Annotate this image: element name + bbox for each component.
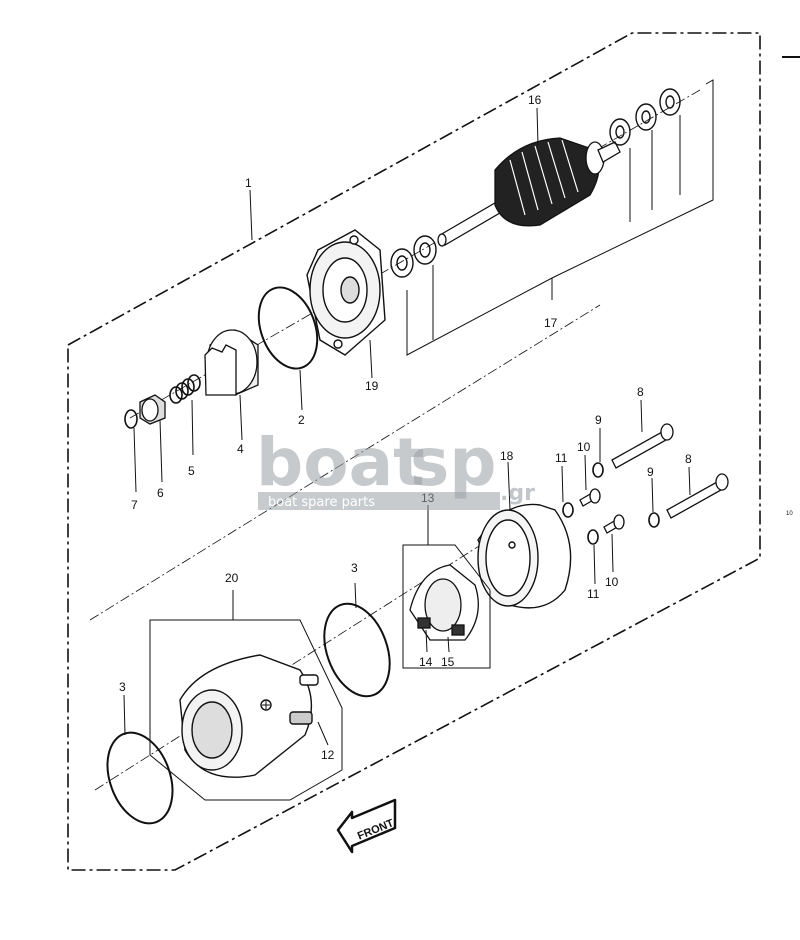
assembly-boundary <box>67 32 761 871</box>
washer-9b <box>648 512 660 528</box>
leader-11b <box>593 544 596 585</box>
leader-5 <box>191 399 194 456</box>
callout-3: 3 <box>119 680 126 694</box>
watermark-suffix: .gr <box>500 481 535 506</box>
leader-6 <box>159 419 163 483</box>
shim-washers-upper <box>609 88 681 146</box>
watermark-word-sp: sp <box>410 424 497 501</box>
brush-holder <box>409 564 479 641</box>
through-bolt-upper <box>611 423 674 469</box>
leader-9b <box>651 477 654 513</box>
leader-14 <box>425 629 428 653</box>
callout-19: 19 <box>365 379 379 393</box>
screw-10a <box>579 488 601 507</box>
stopper-6 <box>139 394 166 425</box>
o-ring-2 <box>257 286 319 370</box>
o-ring-3-front <box>106 731 174 825</box>
pinion-clutch <box>204 329 259 396</box>
callout-17: 17 <box>544 316 558 330</box>
callout-8: 8 <box>637 385 644 399</box>
edge-number: 10 <box>786 511 793 517</box>
callout-9: 9 <box>647 465 654 479</box>
callout-11: 11 <box>587 587 600 601</box>
leader-7 <box>133 427 137 493</box>
leader-16 <box>536 107 539 146</box>
callout-1: 1 <box>245 176 252 190</box>
leader-4 <box>239 394 243 441</box>
watermark-word-boat: boat <box>256 424 425 501</box>
spring-5 <box>169 374 201 404</box>
front-bracket-housing <box>306 229 386 356</box>
through-bolt-lower <box>666 473 729 519</box>
leader-3a <box>354 582 357 609</box>
leader-8b <box>688 466 691 496</box>
screw-10b <box>603 514 625 534</box>
o-ring-3-rear <box>323 602 391 698</box>
callout-6: 6 <box>157 486 164 500</box>
callout-11: 11 <box>555 451 568 465</box>
leader-12 <box>317 721 329 746</box>
callout-16: 16 <box>528 93 542 107</box>
callout-labels: 1 2 3 3 4 5 6 7 8 8 9 9 10 10 11 11 12 1… <box>119 93 692 762</box>
rear-cover <box>477 503 572 609</box>
leader-11a <box>561 465 564 503</box>
callout-3: 3 <box>351 561 358 575</box>
callout-14: 14 <box>419 655 433 669</box>
watermark-bar <box>258 492 500 510</box>
callout-20: 20 <box>225 571 239 585</box>
washer-11b <box>587 529 599 545</box>
callout-4: 4 <box>237 442 244 456</box>
leader-10b <box>611 533 614 573</box>
bracket-17 <box>406 79 714 356</box>
callout-2: 2 <box>298 413 305 427</box>
leader-1 <box>249 189 253 241</box>
callout-5: 5 <box>188 464 195 478</box>
brush-holder-bracket <box>402 505 491 669</box>
leader-8a <box>640 399 643 433</box>
washer-11a <box>562 502 574 518</box>
front-direction-arrow: FRONT <box>336 798 397 854</box>
leader-3b <box>123 694 126 736</box>
circlip-7 <box>124 409 138 429</box>
callout-15: 15 <box>441 655 455 669</box>
leader-19 <box>369 339 373 379</box>
leader-10a <box>584 454 587 491</box>
armature <box>437 137 621 247</box>
watermark-tagline: boat spare parts <box>268 495 375 510</box>
callout-8: 8 <box>685 452 692 466</box>
watermark: boat sp .gr boat spare parts <box>256 424 535 510</box>
callout-10: 10 <box>605 575 619 589</box>
leader-18 <box>507 461 511 511</box>
callout-7: 7 <box>131 498 138 512</box>
washer-9a <box>592 462 604 478</box>
shim-washers-lower <box>390 235 437 278</box>
leader-2 <box>299 369 303 411</box>
yoke-assembly <box>179 654 319 778</box>
callout-12: 12 <box>321 748 335 762</box>
callout-9: 9 <box>595 413 602 427</box>
callout-10: 10 <box>577 440 591 454</box>
yoke-bracket <box>149 590 343 801</box>
leader-15 <box>447 636 450 653</box>
callout-18: 18 <box>500 449 514 463</box>
